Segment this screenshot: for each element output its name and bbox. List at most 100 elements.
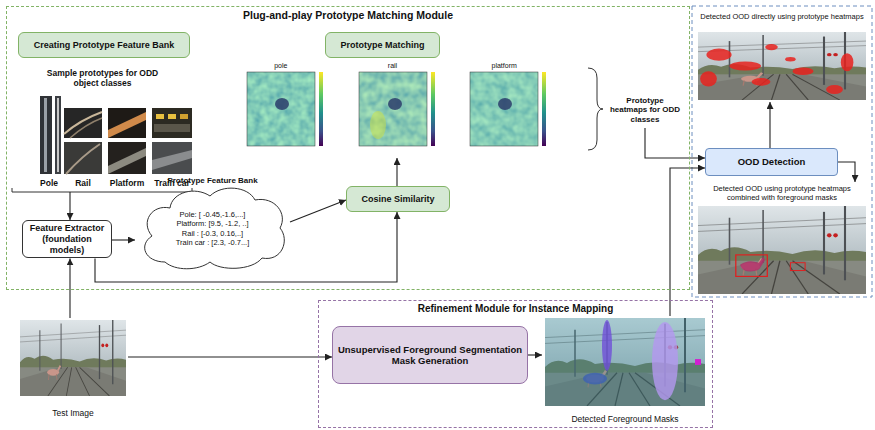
prototype-images-part bbox=[154, 124, 190, 132]
foreground-mask-photo-part-part bbox=[695, 359, 701, 365]
output-region bbox=[692, 6, 872, 297]
flow-arrow bbox=[838, 162, 855, 182]
heatmap-plots-part bbox=[498, 98, 512, 110]
result-image: Detected OOD using prototype heatmaps co… bbox=[694, 182, 870, 296]
ood-photo-direct-part-part bbox=[793, 68, 814, 76]
heatmap-plots-part bbox=[247, 72, 315, 146]
ood-photo-direct bbox=[698, 32, 866, 100]
heatmap-panel: polerailplatform bbox=[225, 60, 560, 158]
heatmap-plots-part bbox=[388, 98, 402, 110]
heatmap-plots-part bbox=[470, 72, 538, 146]
ood-photo-direct-part-part bbox=[700, 71, 717, 86]
node-body-text: platform bbox=[448, 62, 560, 70]
prototype-images-part bbox=[108, 108, 146, 138]
ood-photo-direct-part-part bbox=[826, 85, 843, 94]
process-box: Unsupervised Foreground Segmentation Mas… bbox=[332, 326, 528, 384]
flow-arrow bbox=[95, 212, 397, 282]
node-text: Detected OOD using prototype heatmaps co… bbox=[698, 184, 866, 202]
ood-photo-direct-part-part bbox=[752, 78, 771, 86]
prototype-images-part bbox=[152, 108, 192, 138]
prototype-images-part bbox=[108, 142, 146, 174]
ood-photo-masked-part-part bbox=[736, 255, 768, 277]
ood-photo-masked bbox=[698, 206, 866, 294]
cloud-shape bbox=[145, 188, 285, 269]
module-region: Creating Prototype Feature BankPrototype… bbox=[6, 6, 690, 290]
object-class-label: Pole bbox=[40, 178, 58, 188]
heatmap-caption: Prototype heatmaps for ODD classes bbox=[603, 92, 687, 128]
heatmap-plots-part bbox=[247, 72, 315, 146]
foreground-mask-photo-part-part bbox=[602, 320, 612, 371]
prototype-images-part bbox=[64, 108, 102, 138]
flow-arrow bbox=[290, 200, 346, 222]
foreground-mask-photo-part-part bbox=[583, 373, 607, 385]
flow-arrow bbox=[528, 354, 542, 355]
prototype-images-part bbox=[180, 114, 188, 119]
prototype-images-part bbox=[70, 118, 102, 138]
node-text: OOD Detection bbox=[738, 156, 806, 167]
foreground-mask-photo-part bbox=[545, 318, 705, 406]
process-box: Feature Extractor (foundation models) bbox=[22, 220, 112, 258]
flow-arrow bbox=[128, 356, 332, 357]
prototype-images-part bbox=[66, 144, 100, 174]
prototype-samples: Sample prototypes for ODD object classes bbox=[10, 66, 195, 192]
test-photo-part bbox=[20, 320, 126, 396]
heatmap-plots-part bbox=[359, 72, 427, 146]
prototype-images bbox=[12, 96, 192, 192]
flow-arrow bbox=[670, 168, 705, 316]
heatmap-plots-part bbox=[431, 72, 435, 146]
ood-photo-direct-part-part bbox=[730, 61, 762, 70]
flow-arrow bbox=[396, 158, 397, 186]
ood-photo-direct-part-part bbox=[706, 49, 731, 61]
heatmap-plots-part bbox=[359, 72, 427, 146]
heatmap-plots-part bbox=[542, 72, 546, 146]
brace bbox=[588, 68, 603, 150]
node-text: Cosine Similarity bbox=[361, 194, 434, 205]
mask-image: Detected Foreground Masks bbox=[542, 316, 708, 426]
test-photo bbox=[20, 320, 126, 396]
ood-photo-direct-part-part bbox=[841, 53, 854, 71]
process-box: Creating Prototype Feature Bank bbox=[18, 32, 190, 58]
input-image: Test Image bbox=[18, 318, 128, 420]
prototype-images-part bbox=[152, 142, 192, 174]
process-box: Prototype Matching bbox=[325, 32, 440, 58]
prototype-images-part bbox=[44, 98, 47, 172]
result-image: Detected OOD directly using prototype he… bbox=[694, 10, 870, 102]
ood-photo-direct-part bbox=[698, 32, 866, 100]
foreground-mask-photo-part bbox=[545, 318, 705, 406]
ood-photo-masked-part bbox=[698, 206, 866, 294]
flow-arrow bbox=[69, 258, 70, 318]
ood-photo-masked-part bbox=[736, 255, 805, 277]
heatmap-plots-part bbox=[319, 72, 323, 146]
flow-arrow bbox=[69, 192, 70, 220]
ood-photo-masked-part-part bbox=[740, 257, 765, 272]
ood-photo-direct-part-part bbox=[785, 57, 796, 62]
connector-layer-part bbox=[70, 102, 855, 357]
prototype-images-part bbox=[156, 114, 164, 119]
flow-arrow bbox=[645, 128, 705, 158]
ood-photo-direct-part bbox=[700, 44, 853, 94]
node-text: Feature Extractor (foundation models) bbox=[27, 223, 107, 255]
node-body-text: Platform: [9.5, -1.2, ..] bbox=[176, 219, 248, 229]
heatmap-plots-part bbox=[275, 98, 289, 110]
process-box: Cosine Similarity bbox=[346, 186, 450, 212]
ood-photo-direct-part-part bbox=[765, 44, 778, 50]
node-text: Detected OOD directly using prototype he… bbox=[700, 12, 863, 21]
prototype-images-part bbox=[64, 112, 102, 134]
node-text: pole bbox=[225, 62, 337, 70]
node-body-text: Rail : [-0.3, 0.16,..] bbox=[182, 229, 243, 239]
object-class-label: Train car bbox=[154, 178, 189, 188]
node-text: Refinement Module for Instance Mapping bbox=[418, 303, 614, 315]
prototype-images-part bbox=[108, 112, 146, 138]
process-box: OOD Detection bbox=[705, 148, 838, 176]
flow-arrow bbox=[112, 239, 135, 240]
foreground-mask-photo bbox=[545, 318, 705, 406]
prototype-images-part bbox=[12, 188, 192, 192]
node-text: Test Image bbox=[52, 408, 94, 418]
feature-bank-cloud: Prototype Feature BankPole: [ -0.45,-1.6… bbox=[135, 174, 290, 272]
node-text: Prototype heatmaps for ODD classes bbox=[607, 96, 683, 125]
node-text: Plug-and-play Prototype Matching Module bbox=[243, 9, 453, 22]
foreground-mask-photo-part-part bbox=[545, 318, 705, 406]
heatmap-plots-part bbox=[470, 72, 538, 146]
node-body-text: Pole: [ -0.45,-1.6,...] bbox=[180, 210, 246, 220]
prototype-images-part bbox=[108, 148, 146, 174]
